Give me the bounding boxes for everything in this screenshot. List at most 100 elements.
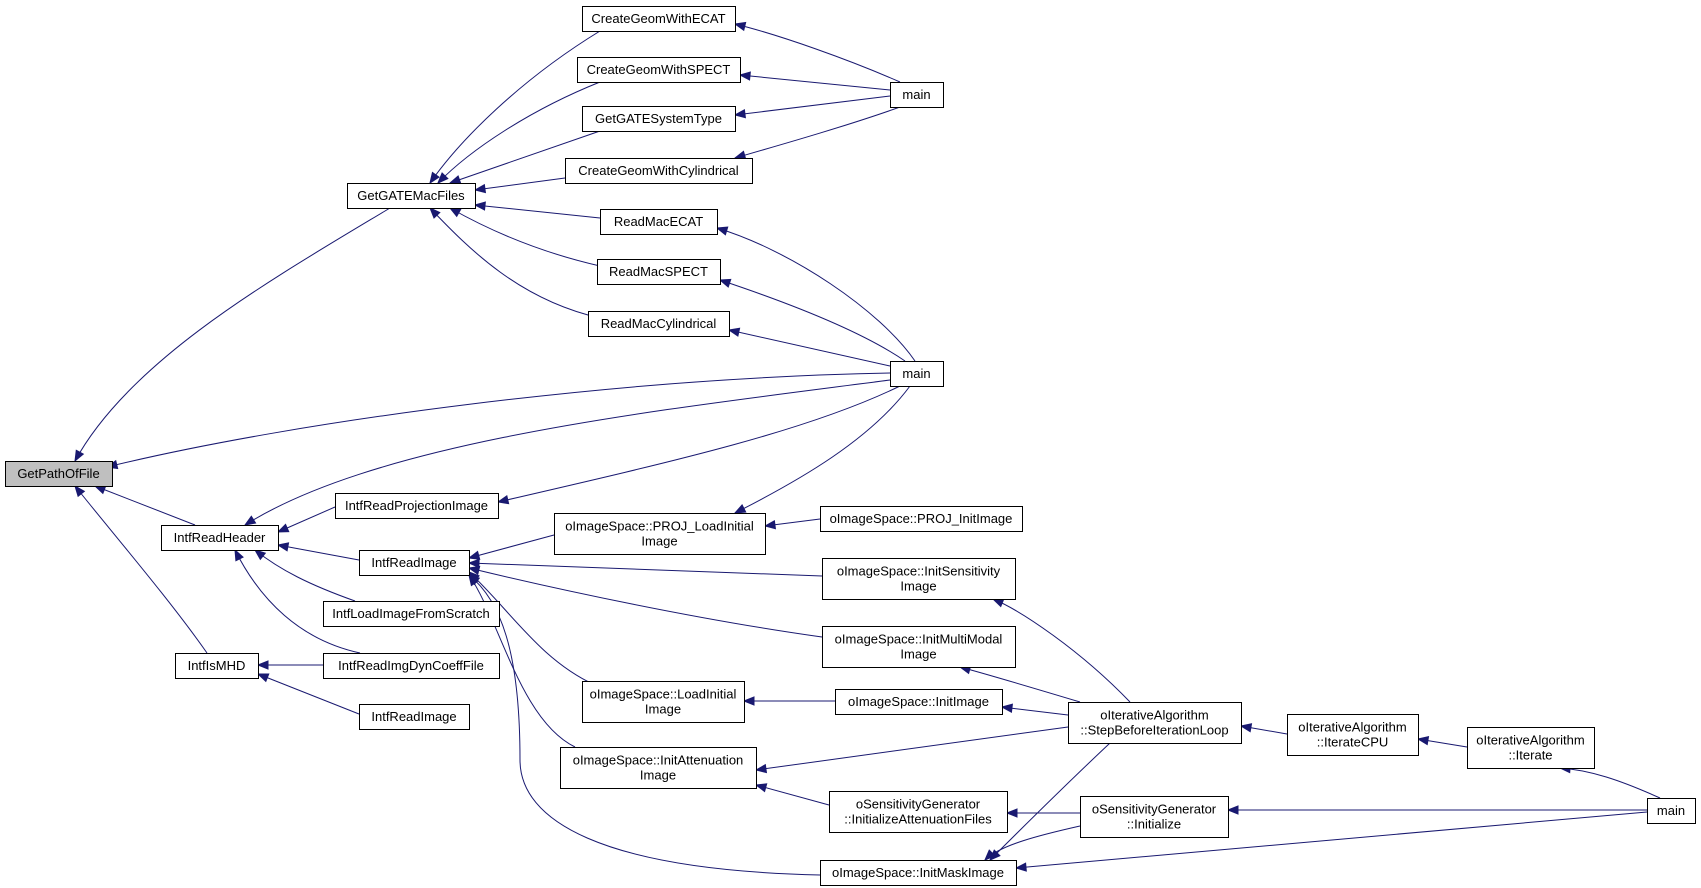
edge-line bbox=[959, 666, 1081, 703]
edge-main2-to-readspect bbox=[718, 278, 906, 362]
edge-line bbox=[734, 23, 901, 83]
node-intfreadimage2[interactable]: IntfReadImage bbox=[359, 704, 470, 730]
edge-arrowhead bbox=[74, 484, 86, 498]
edge-arrowhead bbox=[754, 783, 768, 793]
edge-line bbox=[734, 95, 891, 116]
edge-arrowhead bbox=[984, 849, 996, 861]
node-box bbox=[890, 82, 944, 108]
node-createecat[interactable]: CreateGeomWithECAT bbox=[582, 6, 736, 32]
node-main1[interactable]: main bbox=[890, 82, 944, 108]
edge-line bbox=[468, 574, 821, 876]
node-label: ::Initialize bbox=[1127, 817, 1181, 832]
edge-arrowhead bbox=[276, 542, 290, 552]
node-readcyl[interactable]: ReadMacCylindrical bbox=[588, 311, 730, 337]
node-box bbox=[323, 601, 500, 627]
edge-projinit-to-projload bbox=[763, 518, 821, 530]
node-box bbox=[582, 106, 736, 132]
node-box bbox=[335, 493, 499, 519]
edge-arrowhead bbox=[473, 183, 487, 194]
node-label: IntfReadImage bbox=[371, 555, 456, 570]
edges-layer bbox=[74, 21, 1661, 876]
edge-arrowhead bbox=[473, 201, 486, 211]
node-readspect[interactable]: ReadMacSPECT bbox=[597, 259, 721, 285]
node-createspect[interactable]: CreateGeomWithSPECT bbox=[577, 57, 741, 83]
edge-createspect-to-getgatemac bbox=[437, 81, 601, 184]
node-box bbox=[577, 57, 741, 83]
node-label: GetGATEMacFiles bbox=[357, 188, 465, 203]
edge-arrowhead bbox=[496, 495, 510, 505]
node-getpath[interactable]: GetPathOfFile bbox=[5, 461, 113, 487]
node-label: CreateGeomWithCylindrical bbox=[578, 163, 738, 178]
node-getgatemac[interactable]: GetGATEMacFiles bbox=[347, 183, 476, 209]
node-getgatesys[interactable]: GetGATESystemType bbox=[582, 106, 736, 132]
node-initimage[interactable]: oImageSpace::InitImage bbox=[835, 689, 1003, 715]
edge-line bbox=[94, 485, 196, 526]
edge-createcyl-to-getgatemac bbox=[473, 177, 566, 194]
edge-line bbox=[497, 385, 901, 503]
node-createcyl[interactable]: CreateGeomWithCylindrical bbox=[565, 158, 753, 184]
edge-arrowhead bbox=[448, 207, 462, 218]
edge-iterate-to-iteratecpu bbox=[1416, 736, 1468, 748]
edge-line bbox=[755, 784, 830, 806]
node-intfreadproj[interactable]: IntfReadProjectionImage bbox=[335, 493, 499, 519]
edge-line bbox=[437, 81, 601, 184]
edge-arrowhead bbox=[276, 523, 290, 533]
edge-line bbox=[74, 207, 391, 462]
edge-line bbox=[474, 204, 601, 219]
node-intfismhd[interactable]: IntfIsMHD bbox=[175, 653, 259, 679]
edge-arrowhead bbox=[74, 449, 85, 463]
node-box bbox=[835, 689, 1003, 715]
node-initmask[interactable]: oImageSpace::InitMaskImage bbox=[820, 860, 1017, 886]
node-box bbox=[822, 558, 1016, 600]
node-sensinitatt[interactable]: oSensitivityGenerator::InitializeAttenua… bbox=[829, 791, 1008, 833]
node-box bbox=[820, 860, 1017, 886]
edge-line bbox=[234, 549, 361, 654]
node-iterate[interactable]: oIterativeAlgorithm::Iterate bbox=[1467, 727, 1595, 769]
node-label: ReadMacSPECT bbox=[609, 264, 708, 279]
edge-createecat-to-getgatemac bbox=[429, 30, 601, 185]
node-iteratecpu[interactable]: oIterativeAlgorithm::IterateCPU bbox=[1287, 714, 1419, 756]
edge-line bbox=[755, 726, 1069, 771]
edge-arrowhead bbox=[733, 150, 747, 160]
node-intfreadheader[interactable]: IntfReadHeader bbox=[161, 525, 279, 551]
node-projinit[interactable]: oImageSpace::PROJ_InitImage bbox=[820, 506, 1023, 532]
node-box bbox=[560, 747, 757, 789]
node-sensinit[interactable]: oSensitivityGenerator::Initialize bbox=[1080, 796, 1229, 838]
node-readecat[interactable]: ReadMacECAT bbox=[600, 209, 718, 235]
edge-line bbox=[429, 207, 601, 319]
edge-intfreadimgdyn-to-intfreadheader bbox=[234, 548, 361, 654]
edge-main3-to-iterate bbox=[1558, 763, 1661, 799]
edge-intfreadimgdyn-to-intfismhd bbox=[256, 660, 323, 670]
edge-intfreadimage1-to-intfreadheader bbox=[276, 542, 360, 561]
node-label: Image bbox=[640, 768, 676, 783]
node-label: IntfIsMHD bbox=[188, 658, 246, 673]
edge-line bbox=[468, 534, 555, 559]
node-intfreadimage1[interactable]: IntfReadImage bbox=[359, 550, 470, 576]
node-stepbefore[interactable]: oIterativeAlgorithm::StepBeforeIteration… bbox=[1068, 702, 1242, 744]
edge-arrowhead bbox=[991, 598, 1005, 608]
edge-arrowhead bbox=[1416, 736, 1430, 746]
node-intfreadimgdyn[interactable]: IntfReadImgDynCoeffFile bbox=[323, 653, 500, 679]
edge-main1-to-getgatesys bbox=[733, 95, 891, 119]
edge-stepbefore-to-initimage bbox=[1000, 703, 1069, 716]
edge-arrowhead bbox=[1000, 703, 1013, 713]
edge-line bbox=[728, 329, 891, 367]
edge-arrowhead bbox=[256, 660, 269, 670]
node-label: ReadMacCylindrical bbox=[601, 316, 717, 331]
node-intfloadscratch[interactable]: IntfLoadImageFromScratch bbox=[323, 601, 500, 627]
edge-initmask-to-intfreadimage1 bbox=[467, 574, 821, 876]
edge-arrowhead bbox=[742, 696, 755, 706]
node-box bbox=[565, 158, 753, 184]
node-main3[interactable]: main bbox=[1647, 798, 1696, 824]
edge-arrowhead bbox=[763, 519, 777, 530]
node-main2[interactable]: main bbox=[890, 361, 944, 387]
edge-line bbox=[468, 567, 823, 638]
edge-line bbox=[1559, 767, 1661, 799]
edge-line bbox=[1015, 811, 1648, 869]
